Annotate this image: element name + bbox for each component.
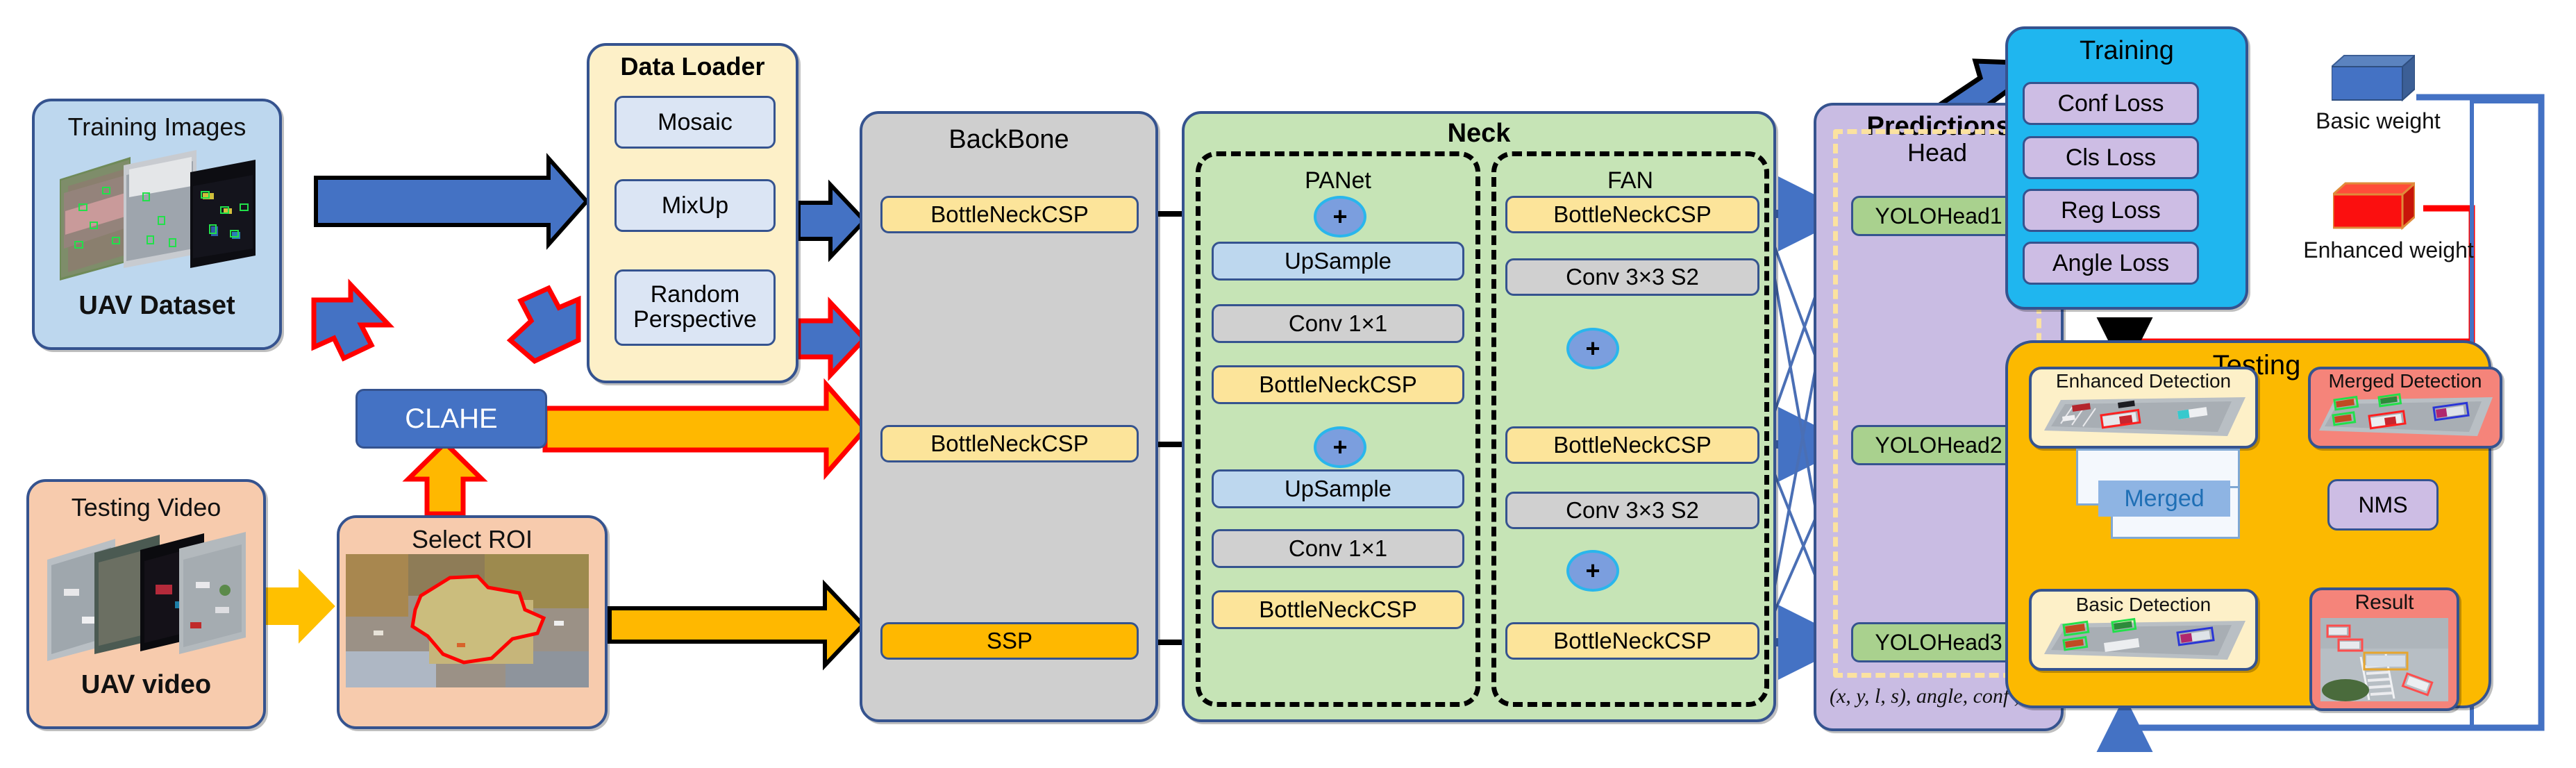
enhanced-detection-label: Enhanced Detection (2055, 370, 2232, 392)
neck-title: Neck (1447, 118, 1511, 148)
fan-item-conv3x3s2-1[interactable]: Conv 3×3 S2 (1505, 258, 1759, 296)
enhanced-weight-label: Enhanced weight (2303, 237, 2474, 262)
training-loss-cls[interactable]: Cls Loss (2023, 136, 2199, 179)
training-title: Training (2080, 35, 2174, 65)
panet-item-bottleneckcsp-2[interactable]: BottleNeckCSP (1212, 590, 1464, 629)
random-perspective-line1: Random (650, 281, 740, 308)
fan-add-node-2: + (1566, 550, 1619, 592)
prediction-head-yolohead2[interactable]: YOLOHead2 (1851, 425, 2026, 465)
merged-label: Merged (2098, 481, 2230, 517)
training-loss-reg[interactable]: Reg Loss (2023, 189, 2199, 232)
basic-weight-label: Basic weight (2316, 108, 2441, 133)
fan-item-bottleneckcsp-3[interactable]: BottleNeckCSP (1505, 622, 1759, 660)
result-label: Result (2355, 591, 2414, 614)
prediction-head-yolohead3[interactable]: YOLOHead3 (1851, 622, 2026, 662)
enhanced-weight-cube (2333, 182, 2415, 231)
data-loader-item-mosaic[interactable]: Mosaic (614, 96, 776, 149)
fan-item-conv3x3s2-2[interactable]: Conv 3×3 S2 (1505, 492, 1759, 529)
panet-add-node-2: + (1314, 426, 1366, 468)
enhanced-detection-thumbnail (2044, 393, 2245, 443)
backbone-item-ssp[interactable]: SSP (880, 622, 1139, 660)
panet-item-upsample-1[interactable]: UpSample (1212, 242, 1464, 281)
testing-video-title: Testing Video (71, 493, 221, 521)
fan-item-bottleneckcsp-1[interactable]: BottleNeckCSP (1505, 196, 1759, 233)
data-loader-title: Data Loader (620, 52, 765, 81)
fan-add-node-1: + (1566, 328, 1619, 369)
arrow-selectroi-to-backbone (608, 579, 867, 671)
arrow-clahe-to-dataloader (506, 285, 581, 365)
fan-title: FAN (1607, 167, 1654, 194)
nms-block[interactable]: NMS (2327, 479, 2439, 531)
panet-dashed-frame (1196, 151, 1480, 707)
data-loader-item-random-perspective[interactable]: Random Perspective (614, 269, 776, 346)
training-loss-angle[interactable]: Angle Loss (2023, 242, 2199, 285)
predictions-title: Predictions (1866, 111, 2011, 141)
result-thumbnail (2320, 618, 2448, 701)
arrow-training-images-to-dataloader (314, 153, 590, 250)
arrow-training-images-to-clahe (311, 278, 395, 362)
data-loader-item-mixup[interactable]: MixUp (614, 179, 776, 232)
arrow-dataloader-to-backbone (796, 179, 868, 262)
backbone-title: BackBone (948, 124, 1069, 154)
clahe-block[interactable]: CLAHE (356, 389, 547, 449)
arrow-testing-video-to-selectroi (265, 569, 335, 644)
select-roi-thumbnail (346, 554, 589, 687)
panet-title: PANet (1305, 167, 1371, 194)
training-images-thumbnails (54, 144, 262, 283)
random-perspective-line2: Perspective (633, 306, 757, 333)
fan-item-bottleneckcsp-2[interactable]: BottleNeckCSP (1505, 426, 1759, 464)
training-images-caption: UAV Dataset (78, 290, 235, 320)
panet-item-bottleneckcsp-1[interactable]: BottleNeckCSP (1212, 365, 1464, 404)
panet-add-node-1: + (1314, 196, 1366, 237)
merged-detection-label: Merged Detection (2328, 370, 2482, 392)
backbone-item-bottleneckcsp-1[interactable]: BottleNeckCSP (880, 196, 1139, 233)
testing-video-caption: UAV video (81, 669, 212, 699)
merged-detection-thumbnail (2319, 393, 2493, 443)
head-title: Head (1907, 138, 1968, 167)
panet-item-conv1x1-1[interactable]: Conv 1×1 (1212, 304, 1464, 343)
training-images-title: Training Images (67, 112, 246, 141)
arrow-selectroi-to-clahe (402, 440, 488, 517)
arrow-dataloader-to-backbone-enhanced (796, 297, 868, 381)
basic-weight-cube (2332, 54, 2415, 103)
testing-video-thumbnails (43, 525, 251, 664)
prediction-head-yolohead1[interactable]: YOLOHead1 (1851, 196, 2026, 236)
training-loss-conf[interactable]: Conf Loss (2023, 82, 2199, 125)
basic-detection-thumbnail (2044, 617, 2245, 667)
backbone-item-bottleneckcsp-2[interactable]: BottleNeckCSP (880, 425, 1139, 462)
arrow-clahe-to-backbone (542, 378, 869, 481)
panet-item-upsample-2[interactable]: UpSample (1212, 469, 1464, 508)
panet-item-conv1x1-2[interactable]: Conv 1×1 (1212, 529, 1464, 568)
select-roi-title: Select ROI (411, 525, 533, 553)
fan-dashed-frame (1491, 151, 1769, 707)
basic-detection-label: Basic Detection (2075, 594, 2211, 615)
